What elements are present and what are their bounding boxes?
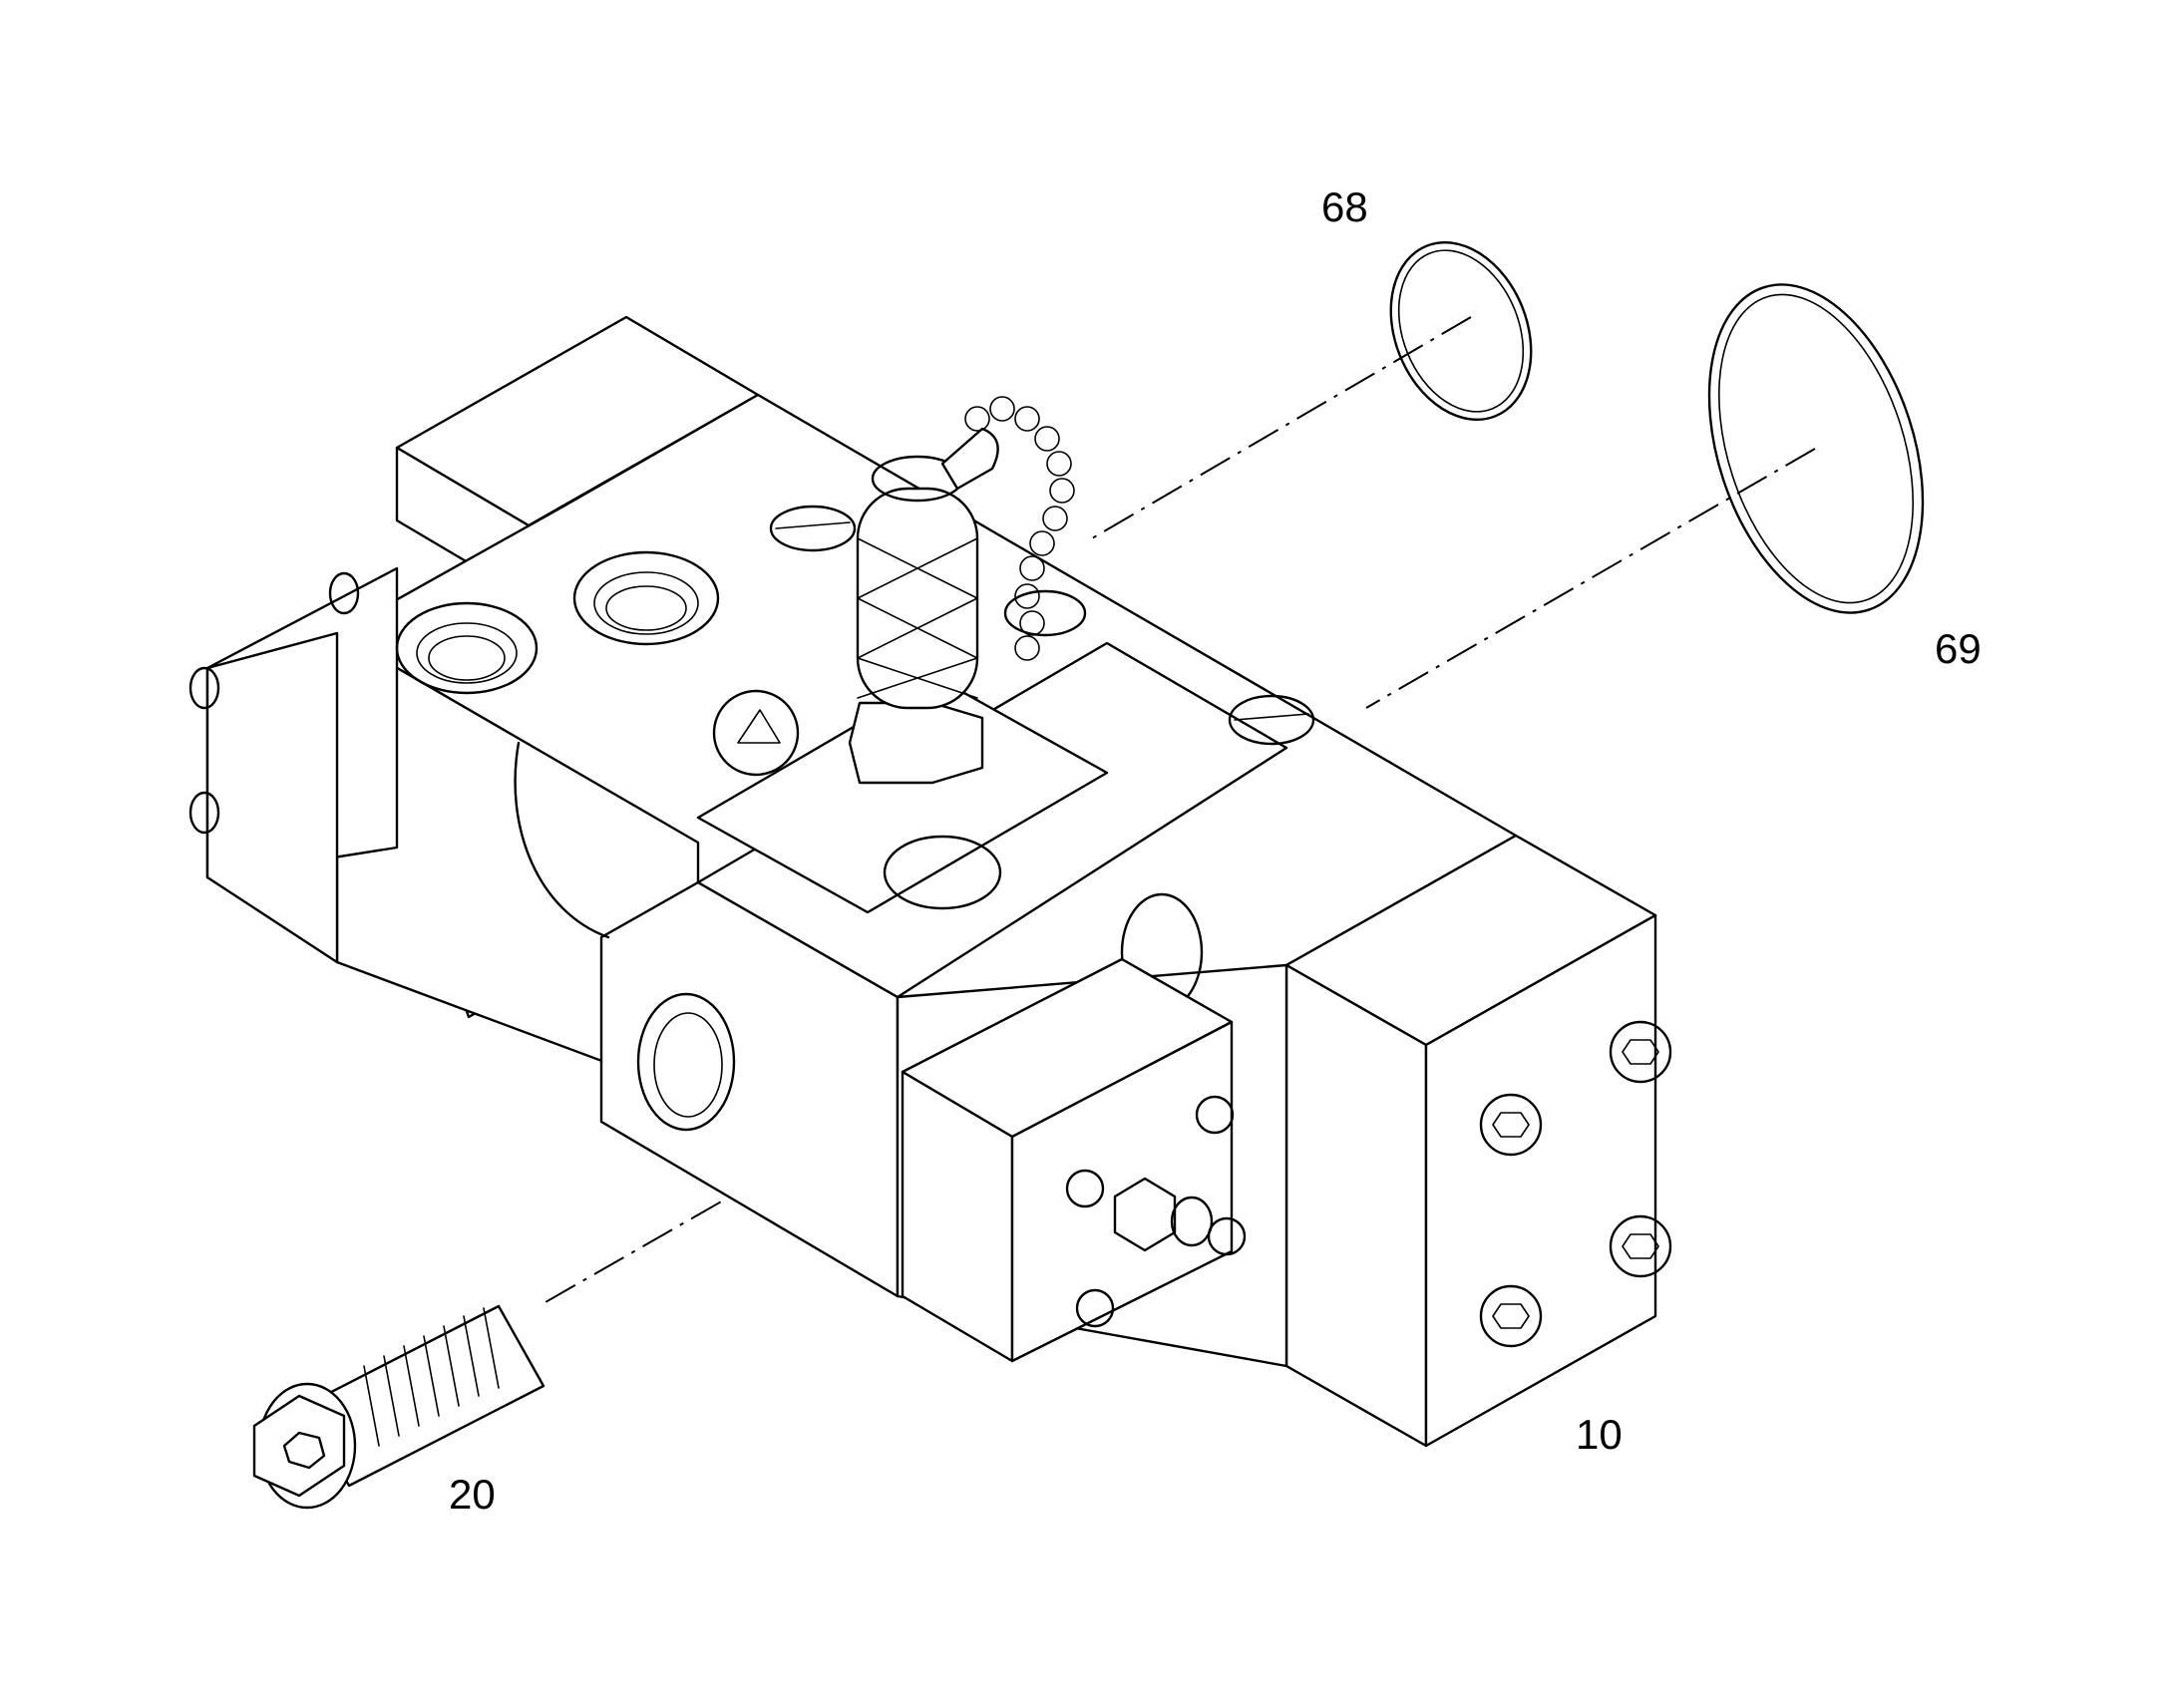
oring-69 bbox=[1707, 283, 1925, 614]
callout-10: 10 bbox=[1576, 1411, 1623, 1458]
cover-block bbox=[901, 957, 1247, 1363]
bead-chain bbox=[964, 396, 1075, 661]
test-fitting bbox=[848, 396, 1075, 785]
callout-69: 69 bbox=[1935, 625, 1982, 672]
callout-68: 68 bbox=[1321, 183, 1368, 230]
cap-screw-20 bbox=[252, 1304, 545, 1510]
callout-20: 20 bbox=[449, 1471, 496, 1518]
socket-screw-heads bbox=[1479, 1020, 1672, 1348]
oring-68 bbox=[1389, 240, 1533, 422]
